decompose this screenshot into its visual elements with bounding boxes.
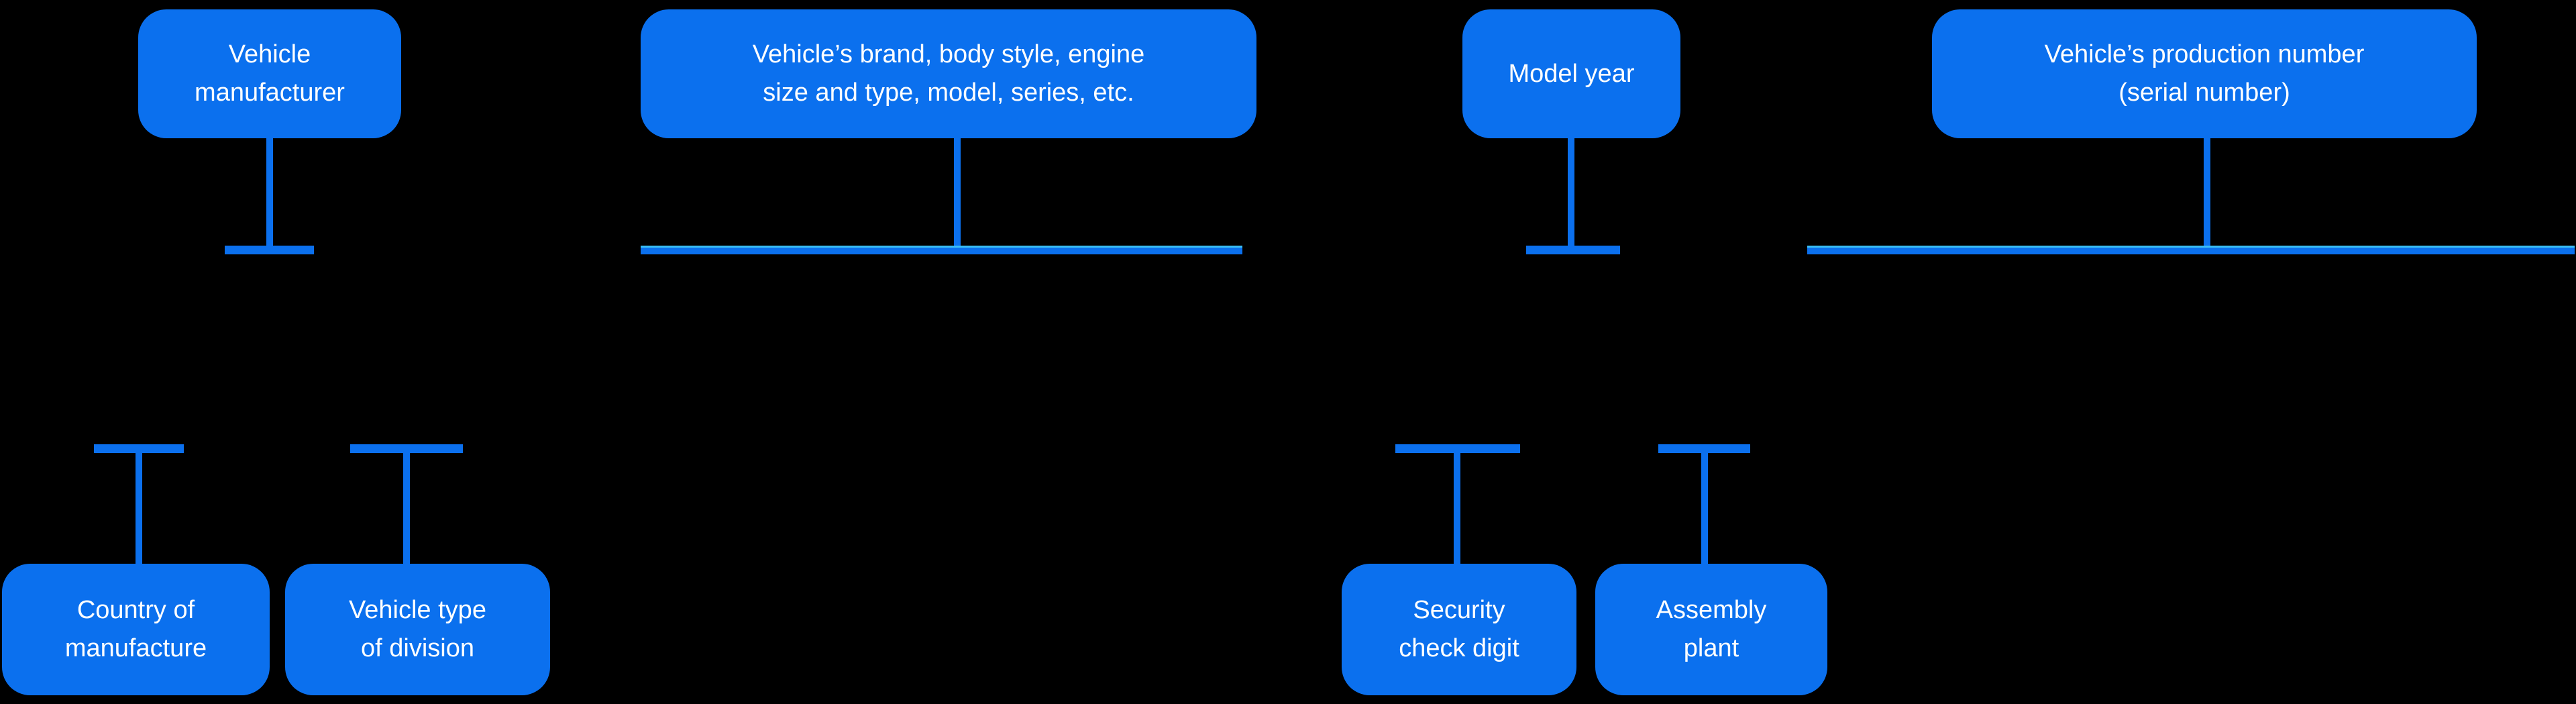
range-bar-model-year bbox=[1526, 246, 1620, 254]
connector-vehicle-type bbox=[403, 453, 410, 564]
node-security-check-digit: Security check digit bbox=[1342, 564, 1576, 695]
node-production-number: Vehicle’s production number (serial numb… bbox=[1932, 9, 2477, 138]
range-bar-production-number bbox=[1807, 246, 2575, 254]
range-bar-security-check-digit bbox=[1395, 444, 1520, 453]
node-vehicle-type-of-division: Vehicle type of division bbox=[285, 564, 550, 695]
range-bar-vehicle-type bbox=[350, 444, 463, 453]
range-bar-vehicle-brand-details bbox=[641, 246, 1242, 254]
connector-model-year bbox=[1568, 138, 1574, 246]
connector-country-of-manufacture bbox=[136, 453, 142, 564]
node-assembly-plant: Assembly plant bbox=[1595, 564, 1827, 695]
connector-security-check-digit bbox=[1454, 453, 1460, 564]
range-bar-assembly-plant bbox=[1658, 444, 1750, 453]
node-vehicle-brand-details: Vehicle’s brand, body style, engine size… bbox=[641, 9, 1256, 138]
node-vehicle-manufacturer: Vehicle manufacturer bbox=[138, 9, 401, 138]
connector-vehicle-brand-details bbox=[954, 138, 961, 246]
range-bar-country-of-manufacture bbox=[94, 444, 184, 453]
connector-vehicle-manufacturer bbox=[266, 138, 273, 246]
range-bar-vehicle-manufacturer bbox=[225, 246, 314, 254]
connector-production-number bbox=[2204, 138, 2210, 246]
connector-assembly-plant bbox=[1701, 453, 1708, 564]
node-country-of-manufacture: Country of manufacture bbox=[2, 564, 270, 695]
node-model-year: Model year bbox=[1462, 9, 1680, 138]
